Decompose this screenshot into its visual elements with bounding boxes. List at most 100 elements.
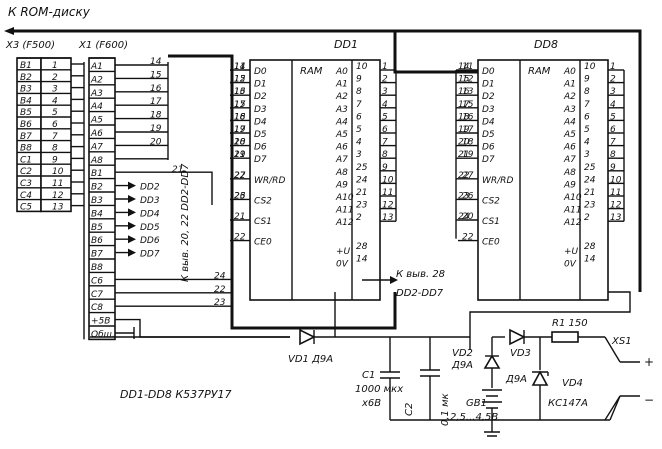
control-wire-number: 24	[214, 271, 226, 281]
x1-pin-label: B8	[91, 263, 103, 273]
x1-pin-label: C6	[91, 276, 103, 286]
pin28-note: К выв. 28	[396, 269, 445, 280]
x3-pin-number: 6	[52, 120, 58, 130]
dd1-pin-number: 25	[356, 163, 368, 173]
dd8-pin-label: A0	[563, 67, 576, 77]
dd1-pin-number: 28	[356, 242, 368, 252]
dd8-wire-number: 13	[610, 213, 622, 223]
x1-pin-label: B2	[91, 183, 103, 193]
dd8-pin-number: 15	[462, 100, 474, 110]
dd8-pin-number: 8	[584, 87, 590, 97]
xs1-minus: −	[644, 393, 654, 407]
dd8-wire-number: 3	[610, 87, 616, 97]
dd8-pin-number: 9	[584, 75, 590, 85]
dd1-pin-label: A6	[335, 143, 348, 153]
power-circuit	[90, 291, 640, 437]
x3-pin-label: B7	[20, 132, 32, 142]
dd8-pin-number: 13	[462, 87, 474, 97]
dd8-pin-number: 26	[462, 191, 474, 201]
dd1-pin-number: 27	[234, 171, 246, 181]
dd8-wire-number: 2	[610, 75, 616, 85]
dd8-pin-label: A1	[563, 80, 576, 90]
dd8-pin-number: 7	[584, 100, 590, 110]
x1-pin-label: A4	[90, 102, 103, 112]
dd8-pin-number: 2	[584, 213, 590, 223]
dd8-pin-label: A5	[563, 130, 576, 140]
dd8-wire-number: 9	[610, 163, 616, 173]
dd8-wire-number: 18	[458, 112, 470, 122]
dd8-pin-label: D7	[482, 155, 495, 165]
x3-pin-number: 4	[52, 96, 58, 106]
dd8-pin-number: 10	[584, 62, 596, 72]
dd1-pin-number: 18	[234, 138, 246, 148]
dd1-wire-number: 11	[382, 188, 393, 198]
dd8-pin-label: +U	[564, 247, 579, 257]
x3-pin-number: 1	[52, 61, 58, 71]
dd8-pin-number: 12	[462, 75, 474, 85]
dd8-pin-label: CS2	[482, 196, 500, 206]
x3-pin-number: 2	[52, 73, 58, 83]
chip-caption: DD1-DD8 К537РУ17	[120, 388, 231, 401]
dd8-pin-label: A11	[563, 206, 582, 216]
dd1-body	[249, 59, 381, 301]
dd1-pin-label: CS1	[254, 217, 272, 227]
dd8-pin-number: 11	[462, 62, 473, 72]
dd1-wire-number: 2	[382, 75, 388, 85]
dd1-wire-number: 14	[234, 62, 246, 72]
dd1-wire-number: 20	[234, 138, 246, 148]
x1-wire-number: 19	[150, 124, 162, 134]
dd1-pin-label: A5	[335, 130, 348, 140]
x3-pin-number: 8	[52, 144, 58, 154]
arrow-right-icon	[128, 248, 136, 257]
dd1-pin-number: 11	[234, 62, 245, 72]
x1-pin-label: B1	[91, 169, 103, 179]
b1-wire	[115, 171, 213, 205]
dd1-wire-number: 23	[234, 191, 246, 201]
dd8-pin-label: D1	[482, 80, 495, 90]
dd8-pin-number: 25	[584, 163, 596, 173]
dd1-wire-number: 13	[382, 213, 394, 223]
x1-pin-label: A1	[90, 62, 103, 72]
dd8-pin-label: A4	[563, 117, 576, 127]
dd-select-label: DD3	[140, 196, 160, 206]
dd1-pin-label: D5	[254, 130, 267, 140]
dd1-chip: RAMD01114D11215D21316D31517D41618D51719D…	[230, 59, 397, 301]
dd8-body	[477, 59, 609, 301]
dd1-pin-label: D4	[254, 117, 267, 127]
dd8-pin-number: 3	[584, 150, 590, 160]
dd1-title: DD1	[334, 38, 358, 51]
dd-select-note: К выв. 20, 22 DD2-DD7	[180, 163, 191, 282]
x1-pin-label: A2	[90, 75, 103, 85]
x3-pin-label: B3	[20, 85, 32, 95]
dd8-wire-number: 15	[458, 75, 470, 85]
rom-disk-bus	[12, 29, 642, 292]
dd8-pin-number: 19	[462, 150, 474, 160]
dd1-pin-label: A1	[335, 80, 348, 90]
dd1-pin-number: 22	[234, 233, 246, 243]
dd1-pin-label: D2	[254, 92, 267, 102]
dd1-wire-number: 10	[382, 175, 394, 185]
vd1-label: VD1 Д9А	[288, 354, 333, 365]
dd1-pin-number: 19	[234, 150, 246, 160]
dd-select-label: DD2	[140, 183, 160, 193]
arrow-right-icon	[128, 208, 136, 217]
dd1-wire-number: 22	[234, 171, 246, 181]
vd2-label: VD2	[452, 348, 473, 359]
vd1-diode-icon	[299, 328, 316, 346]
x1-pin-label: A5	[90, 116, 103, 126]
xs1-jack-icon	[620, 361, 640, 397]
x1-wire-number: 16	[150, 84, 162, 94]
vd3-diode-icon	[509, 328, 526, 346]
r1-label: R1 150	[552, 318, 588, 329]
dd1-pin-label: A7	[335, 155, 348, 165]
dd8-pin-label: A9	[563, 180, 576, 190]
dd1-pin-label: CS2	[254, 196, 272, 206]
dd8-wire-number: 21	[458, 150, 469, 160]
x1-pin-label: B6	[91, 236, 103, 246]
rom-disk-bus-drop	[393, 31, 500, 74]
x1-pin-label: B4	[91, 209, 103, 219]
dd1-wire-number: 5	[382, 112, 388, 122]
dd8-pin-number: 16	[462, 112, 474, 122]
x3-pin-number: 3	[52, 85, 58, 95]
arrow-left-icon	[4, 27, 14, 35]
